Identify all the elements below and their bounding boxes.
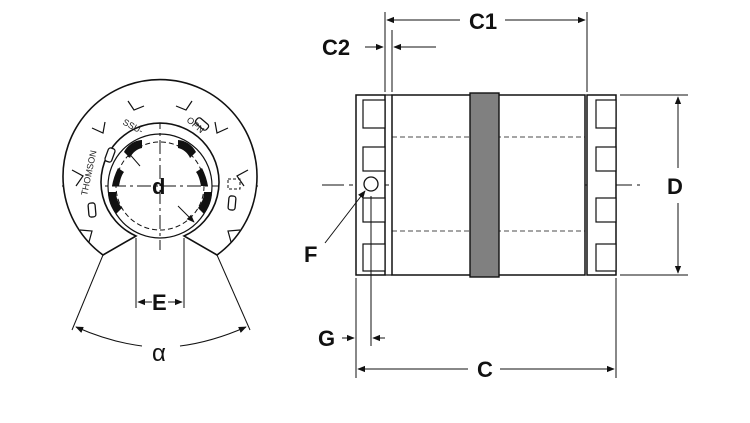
label-C1: C1 [469, 9, 497, 34]
ball-track [196, 168, 208, 186]
label-E: E [152, 290, 167, 315]
d-arrow-lower [177, 205, 195, 223]
label-C: C [477, 357, 493, 382]
slot-left-lower [87, 202, 97, 218]
right-cap-teeth [595, 99, 617, 272]
alpha-ext-left [71, 254, 104, 331]
label-d: d [152, 174, 165, 199]
f-leader [324, 190, 366, 244]
alpha-ext-right [216, 254, 251, 331]
alpha-arc-right [179, 326, 247, 347]
label-F: F [304, 242, 317, 267]
label-G: G [318, 326, 335, 351]
d-arrow-upper [125, 149, 141, 167]
slot-right-upper [194, 117, 210, 131]
retainer-circle [107, 133, 213, 239]
ball-track [198, 192, 212, 214]
label-D: D [667, 174, 683, 199]
rim-notches [71, 100, 249, 243]
side-view: F C1 C2 D G C [304, 9, 688, 382]
ball-track [124, 140, 142, 158]
ball-track [178, 140, 196, 158]
alpha-arc-left [75, 326, 143, 347]
label-alpha: α [152, 340, 166, 367]
slot-right-lower [227, 195, 237, 211]
center-sleeve [469, 92, 500, 278]
end-view: THOMSON SSU- OPN d E α [62, 78, 262, 367]
lube-hole [363, 176, 379, 192]
bearing-ring [62, 78, 258, 256]
ball-track [108, 192, 122, 214]
left-cap-teeth [362, 99, 386, 272]
ball-track [112, 168, 124, 186]
slot-left-upper [104, 147, 116, 163]
hidden-port [227, 178, 241, 190]
label-C2: C2 [322, 35, 350, 60]
